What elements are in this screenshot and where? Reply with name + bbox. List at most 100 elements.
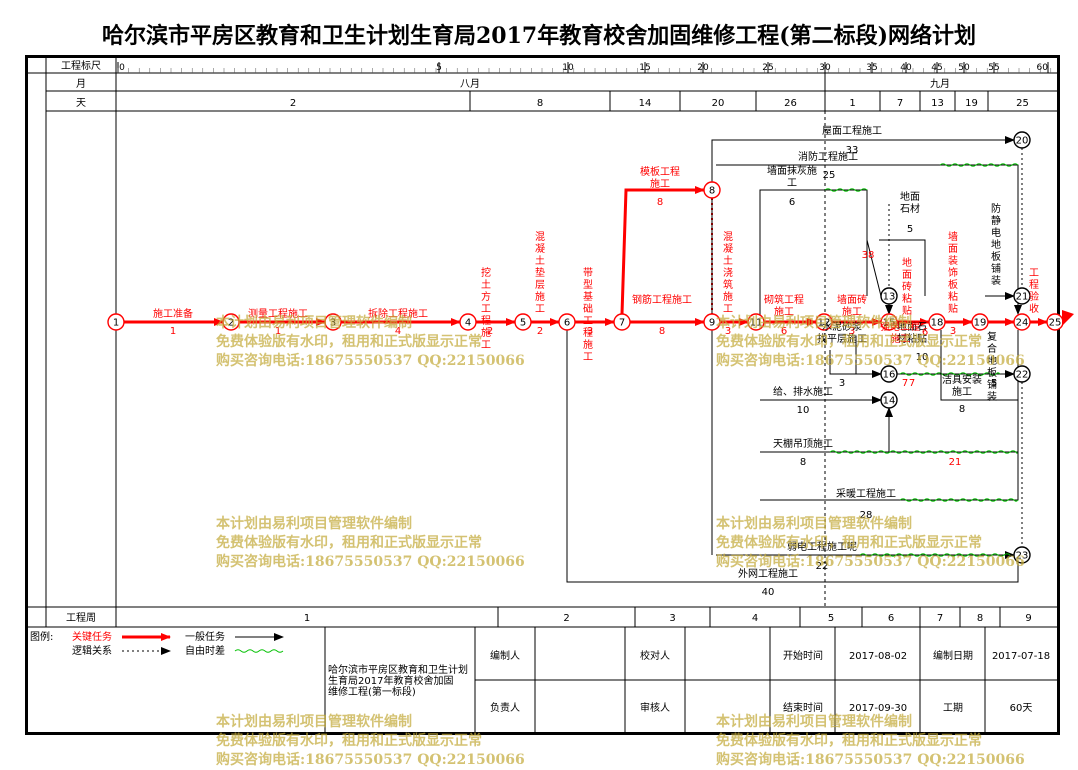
task-t13-char: 墙	[948, 230, 958, 243]
end-label: 结束时间	[783, 701, 823, 714]
node-12-label: 12	[818, 318, 831, 329]
task-t11-name2: 施工	[842, 305, 862, 318]
node-15	[880, 313, 898, 331]
node-4-label: 4	[465, 318, 471, 329]
task-t17-name: 墙面抹灰施	[767, 164, 817, 177]
task-t15-duration: 33	[846, 145, 859, 156]
node-23	[1013, 546, 1031, 564]
ruler-tick-label: 25	[762, 63, 773, 73]
date-label: 编制日期	[933, 649, 973, 662]
ruler-tick-label: 45	[931, 63, 942, 73]
task-t9-char: 工	[723, 304, 733, 315]
node-21	[1013, 287, 1031, 305]
task-t18-duration: 5	[907, 224, 913, 235]
node-20	[1013, 131, 1031, 149]
task-t19-char: 静	[991, 214, 1001, 227]
normal-arrow-plaster	[759, 189, 868, 322]
task-t24-duration: 5	[991, 378, 997, 389]
task-t29-duration: 22	[816, 561, 829, 572]
task-t2-name: 测量工程施工	[248, 307, 308, 320]
task-t13-char: 贴	[948, 302, 958, 315]
legend-label: 图例:	[30, 630, 53, 643]
node-13-label: 13	[883, 292, 896, 303]
task-t29-name: 弱电工程施工呢	[787, 540, 857, 553]
week-label-4: 4	[752, 613, 758, 624]
project-name-line: 哈尔滨市平房区教育和卫生计划	[328, 663, 468, 676]
end-value: 2017-09-30	[849, 703, 907, 714]
day-label-19: 19	[965, 98, 978, 109]
day-label-14: 14	[639, 98, 652, 109]
task-t23-name2: 施工	[952, 385, 972, 398]
normal-arrow-roof	[711, 136, 1015, 322]
day-label-25: 25	[1016, 98, 1029, 109]
task-t7-name: 钢筋工程施工	[632, 293, 692, 306]
task-t4-duration: 2	[487, 326, 493, 337]
task-t19-char: 防	[991, 202, 1001, 215]
node-8-label: 8	[709, 186, 715, 197]
task-t5-char: 层	[535, 279, 545, 291]
task-t12-char: 面	[902, 270, 912, 281]
month-label: 月	[76, 78, 86, 90]
node-7-label: 7	[619, 318, 625, 329]
week-label-3: 3	[669, 613, 675, 624]
task-t13-char: 粘	[948, 290, 958, 303]
node-18-label: 18	[931, 318, 944, 329]
task-t10-name: 砌筑工程	[764, 293, 804, 306]
task-t6-char: 础	[583, 303, 593, 315]
task-t9-char: 土	[723, 254, 733, 267]
task-t1-duration: 1	[170, 326, 176, 337]
node-16	[880, 365, 898, 383]
week-label-1: 1	[304, 613, 310, 624]
node-6-label: 6	[564, 318, 570, 329]
task-t16-name: 消防工程施工	[798, 150, 858, 163]
task-t13-char: 面	[948, 244, 958, 255]
task-t26-duration: 8	[800, 457, 806, 468]
node-9	[703, 313, 721, 331]
task-t6-duration: 3	[587, 326, 593, 337]
end-flag	[1062, 310, 1074, 326]
task-t32-duration: 6	[922, 327, 928, 338]
legend-float-wave	[234, 649, 284, 653]
task-t4-char: 工	[481, 304, 491, 315]
task-t17-name2: 工	[787, 178, 797, 189]
task-t5-char: 施	[535, 290, 545, 303]
node-11-label: 11	[750, 318, 763, 329]
task-t14-char: 验	[1029, 290, 1039, 303]
node-22	[1013, 365, 1031, 383]
task-t19-char: 装	[991, 274, 1001, 287]
task-t4-char: 方	[481, 290, 491, 303]
date-value: 2017-07-18	[992, 651, 1050, 662]
task-t20-duration: 3	[839, 378, 845, 389]
legend-logic-label: 逻辑关系	[72, 644, 112, 657]
task-t13-char: 板	[948, 278, 958, 291]
task-t23-duration: 8	[959, 404, 965, 415]
task-t19-char: 地	[991, 238, 1001, 251]
node-11	[747, 313, 765, 331]
task-t21-name2: 材粘贴	[897, 332, 927, 345]
task-t13-char: 装	[948, 254, 958, 267]
week-label-5: 5	[828, 613, 834, 624]
task-t10-name2: 施工	[774, 305, 794, 318]
task-t10-duration: 6	[781, 326, 787, 337]
task-t30-name: 外网工程施工	[738, 567, 798, 580]
day-label-1: 1	[849, 98, 855, 109]
task-t6-char: 工	[583, 316, 593, 327]
node-19-label: 19	[974, 318, 987, 329]
duration-label: 工期	[943, 702, 963, 714]
task-t18-name: 地面	[900, 190, 920, 203]
day-label-2: 2	[290, 98, 296, 109]
ruler-tick-label: 55	[988, 63, 999, 73]
task-t21-name: 地面石	[897, 320, 927, 333]
float-weak	[859, 553, 1011, 557]
task-t4-char: 工	[481, 340, 491, 351]
critical-arrow-formwork	[620, 186, 705, 315]
task-t13-char: 饰	[948, 266, 958, 279]
project-name-line: 维修工程(第一标段)	[328, 685, 416, 698]
node-3-label: 3	[330, 318, 336, 329]
task-t30-duration: 40	[762, 587, 775, 598]
checker-label: 校对人	[640, 649, 670, 662]
node-8	[703, 181, 721, 199]
node-14	[880, 391, 898, 409]
task-t5-char: 土	[535, 254, 545, 267]
ruler-tick-label: 40	[900, 63, 912, 73]
